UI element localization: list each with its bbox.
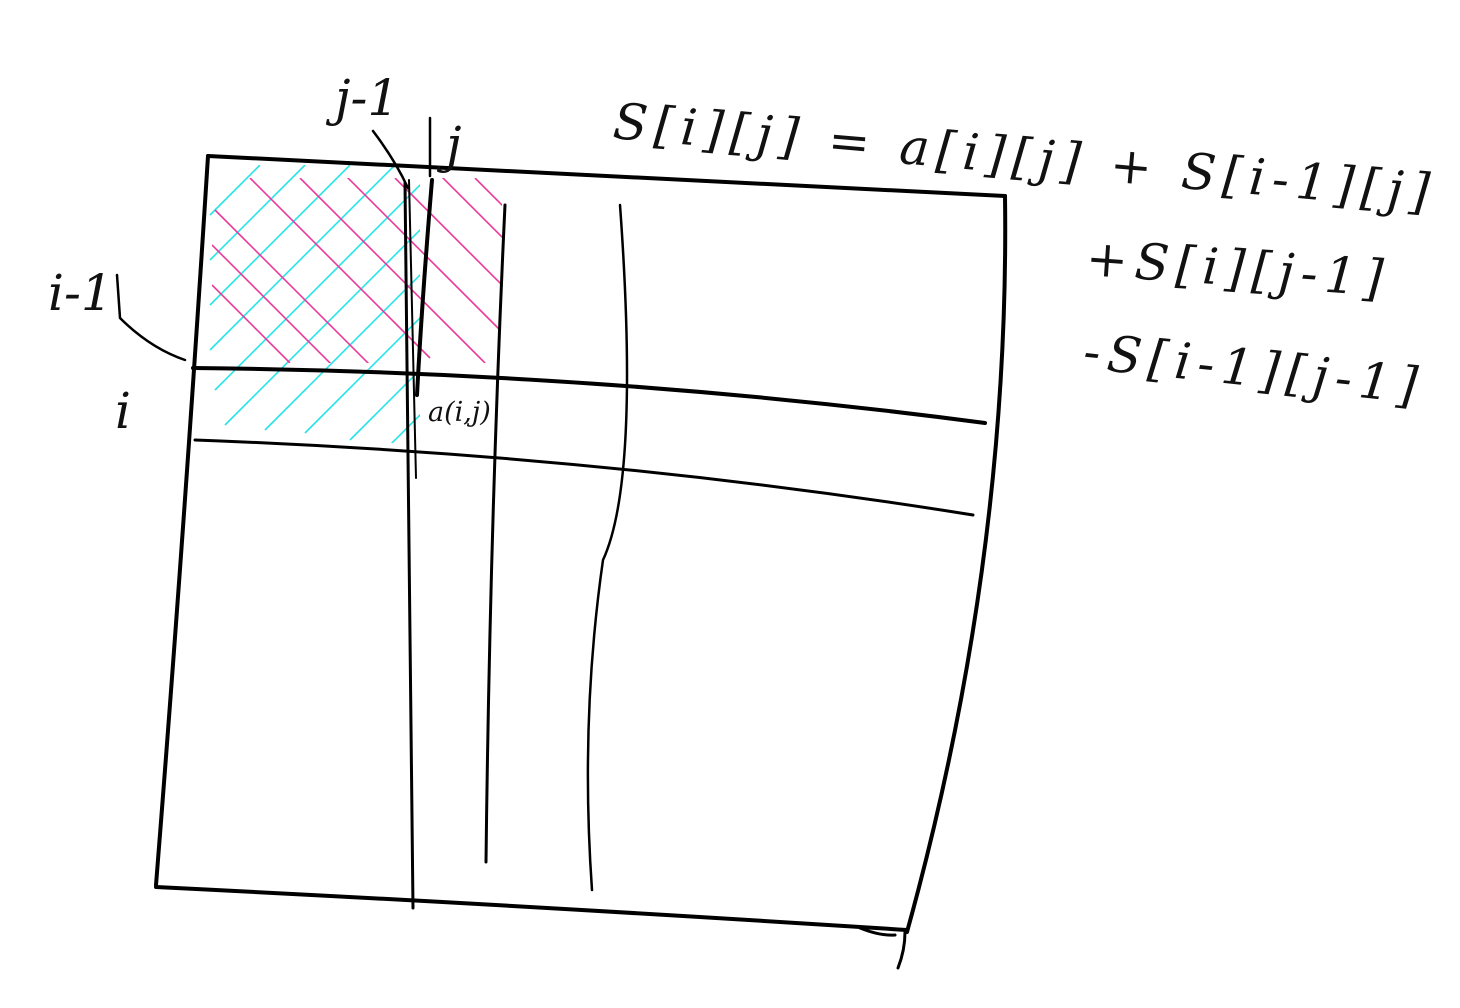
formula-line-2: +S[i][j-1] — [1084, 229, 1392, 308]
row-lines — [191, 366, 987, 517]
cell-label-a-ij: a(i,j) — [428, 397, 491, 428]
matrix-frame — [154, 154, 1008, 970]
column-lines — [403, 178, 629, 910]
label-i-minus-1: i-1 — [48, 264, 113, 322]
label-j: j — [436, 116, 462, 174]
label-j-minus-1: j-1 — [325, 69, 399, 127]
formula-line-1: S[i][j] = a[i][j] + S[i-1][j] — [611, 92, 1439, 222]
hatch-region-cyan — [209, 165, 420, 443]
hatch-region-pink — [212, 178, 502, 363]
recurrence-formula: S[i][j] = a[i][j] + S[i-1][j] +S[i][j-1]… — [611, 92, 1439, 416]
formula-line-3: -S[i-1][j-1] — [1081, 322, 1427, 415]
label-leaders — [115, 116, 432, 362]
label-i: i — [115, 382, 131, 440]
